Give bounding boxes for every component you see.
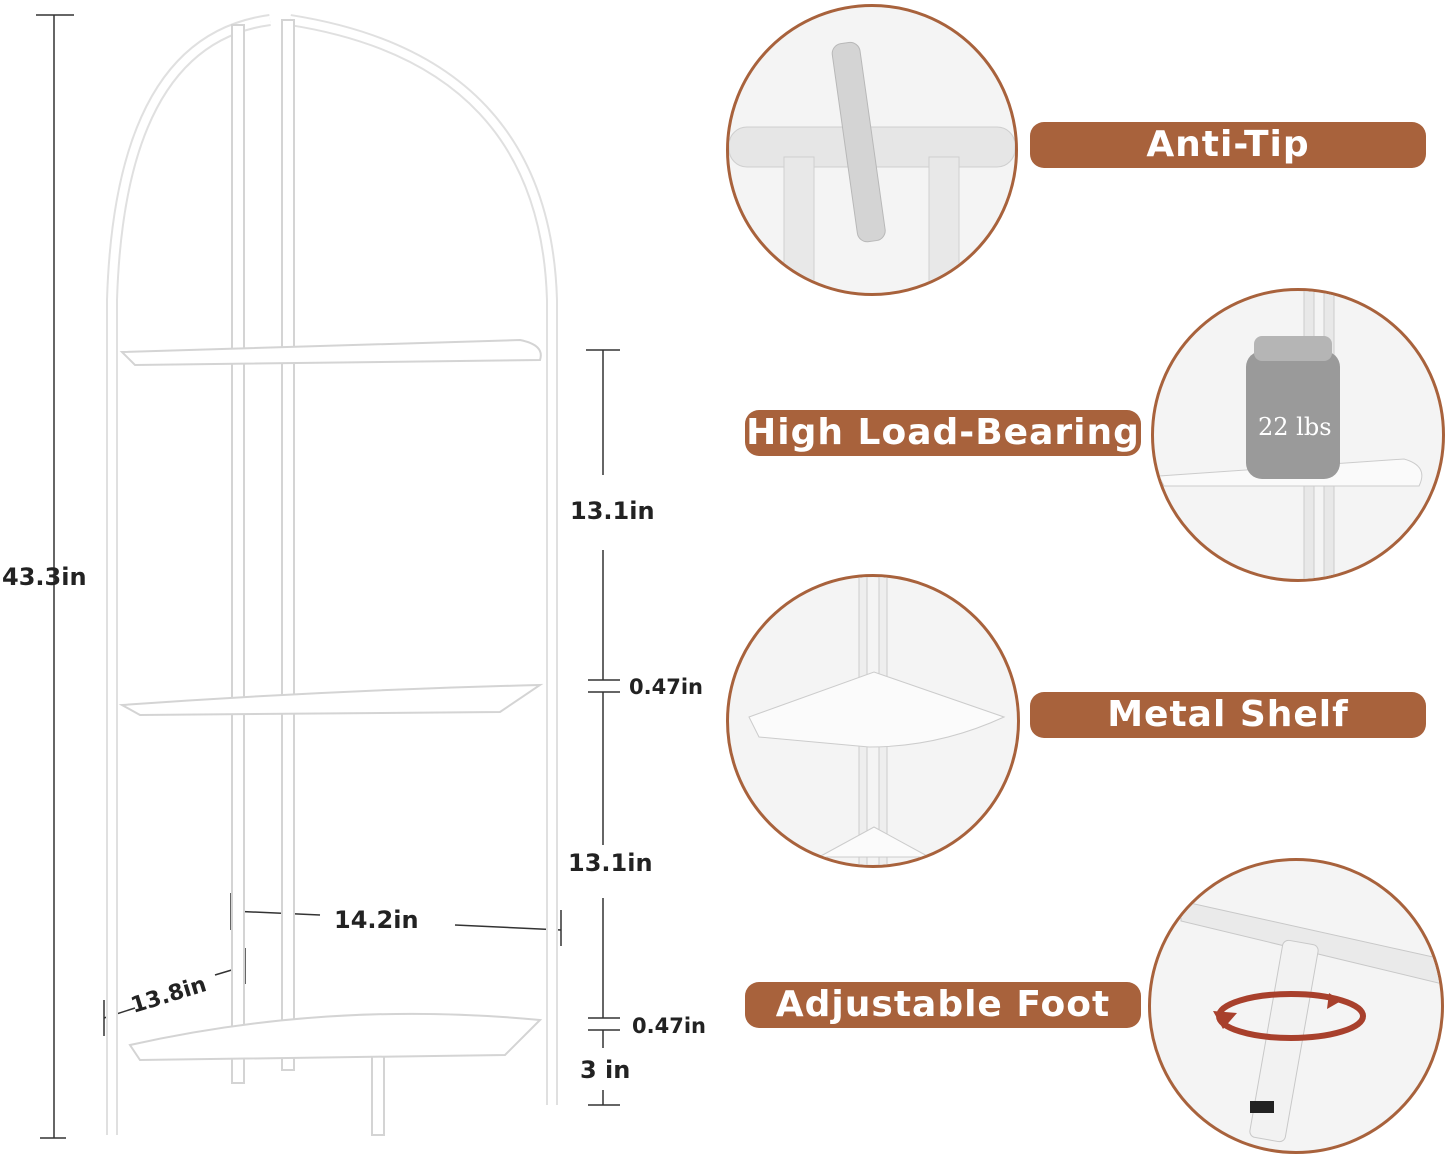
metal-shelf-detail-circle (726, 574, 1020, 868)
anti-tip-strap-icon (729, 41, 1015, 293)
weight-label: 22 lbs (1258, 413, 1332, 441)
weight-icon (1158, 291, 1423, 579)
anti-tip-detail-circle (726, 4, 1018, 296)
width-label: 14.2in (334, 906, 419, 934)
lower-gap-label: 13.1in (568, 849, 653, 877)
rotate-foot-icon (1180, 900, 1441, 1143)
adjustable-foot-detail-circle (1148, 858, 1444, 1154)
feature-label-adjustable-foot: Adjustable Foot (745, 982, 1141, 1028)
middle-shelf (118, 683, 544, 717)
load-detail-circle: 22 lbs (1151, 288, 1445, 582)
top-shelf (119, 338, 542, 367)
total-height-label: 43.3in (2, 563, 87, 591)
lower-thickness-label: 0.47in (632, 1014, 706, 1038)
feature-label-anti-tip: Anti-Tip (1030, 122, 1426, 168)
feature-label-high-load-bearing: High Load-Bearing (745, 410, 1141, 456)
upper-thickness-label: 0.47in (629, 675, 703, 699)
foot-height-label: 3 in (580, 1056, 631, 1084)
shelf-icon (748, 577, 1006, 865)
feature-label-metal-shelf: Metal Shelf (1030, 692, 1426, 738)
bottom-shelf (128, 1012, 543, 1062)
upper-gap-label: 13.1in (570, 497, 655, 525)
